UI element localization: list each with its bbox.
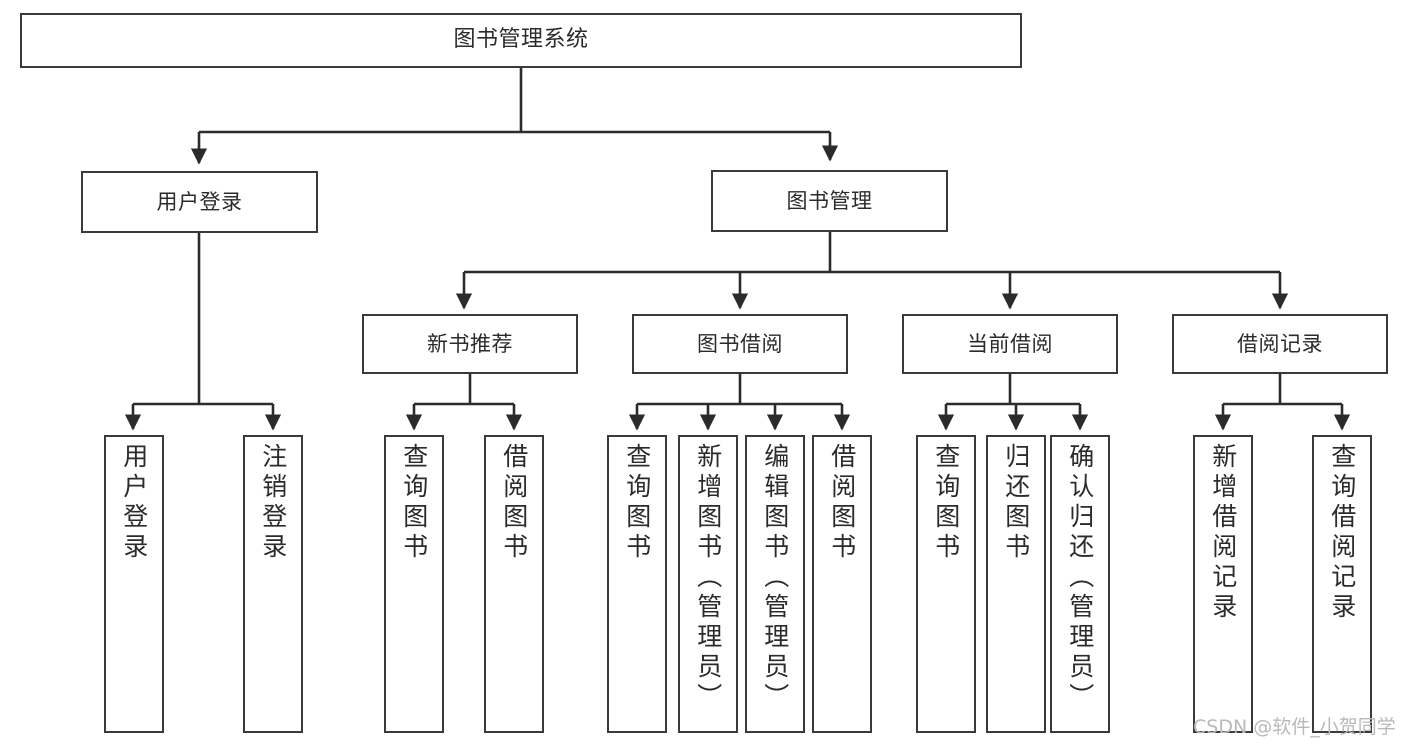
node-label: 编辑图书（管理员） bbox=[760, 443, 790, 713]
node-label: 图书借阅 bbox=[697, 331, 783, 356]
leaf-book-borrow-query[interactable]: 查询图书 bbox=[607, 435, 667, 733]
leaf-borrow-record-query[interactable]: 查询借阅记录 bbox=[1312, 435, 1372, 733]
leaf-current-borrow-query[interactable]: 查询图书 bbox=[916, 435, 976, 733]
leaf-user-login-signout[interactable]: 注销登录 bbox=[243, 435, 303, 733]
node-current-borrow[interactable]: 当前借阅 bbox=[902, 314, 1118, 374]
leaf-new-book-borrow[interactable]: 借阅图书 bbox=[484, 435, 544, 733]
node-label: 图书管理 bbox=[786, 188, 873, 213]
node-root-system[interactable]: 图书管理系统 bbox=[20, 13, 1022, 68]
node-label: 查询借阅记录 bbox=[1327, 443, 1357, 623]
node-borrow-record[interactable]: 借阅记录 bbox=[1172, 314, 1388, 374]
node-label: 借阅记录 bbox=[1237, 331, 1323, 356]
node-label: 查询图书 bbox=[931, 443, 961, 563]
node-label: 用户登录 bbox=[119, 443, 149, 563]
node-label: 新书推荐 bbox=[427, 331, 513, 356]
leaf-borrow-record-add[interactable]: 新增借阅记录 bbox=[1193, 435, 1253, 733]
leaf-book-borrow-edit[interactable]: 编辑图书（管理员） bbox=[745, 435, 805, 733]
node-label: 新增图书（管理员） bbox=[693, 443, 723, 713]
csdn-watermark: CSDN @软件_小贺同学 bbox=[1193, 716, 1396, 738]
leaf-book-borrow-lend[interactable]: 借阅图书 bbox=[812, 435, 872, 733]
node-new-book-recommend[interactable]: 新书推荐 bbox=[362, 314, 578, 374]
node-book-borrow[interactable]: 图书借阅 bbox=[632, 314, 848, 374]
node-label: 查询图书 bbox=[622, 443, 652, 563]
leaf-user-login-signin[interactable]: 用户登录 bbox=[104, 435, 164, 733]
leaf-current-borrow-confirm-return[interactable]: 确认归还（管理员） bbox=[1050, 435, 1110, 733]
node-label: 注销登录 bbox=[258, 443, 288, 563]
node-label: 用户登录 bbox=[156, 189, 243, 214]
node-book-management[interactable]: 图书管理 bbox=[711, 170, 948, 232]
node-label: 当前借阅 bbox=[967, 331, 1053, 356]
node-label: 归还图书 bbox=[1001, 443, 1031, 563]
node-user-login[interactable]: 用户登录 bbox=[81, 171, 318, 233]
node-label: 借阅图书 bbox=[827, 443, 857, 563]
node-label: 图书管理系统 bbox=[453, 27, 589, 53]
node-label: 新增借阅记录 bbox=[1208, 443, 1238, 623]
node-label: 确认归还（管理员） bbox=[1065, 443, 1095, 713]
leaf-current-borrow-return[interactable]: 归还图书 bbox=[986, 435, 1046, 733]
leaf-book-borrow-add[interactable]: 新增图书（管理员） bbox=[678, 435, 738, 733]
leaf-new-book-query[interactable]: 查询图书 bbox=[384, 435, 444, 733]
node-label: 查询图书 bbox=[399, 443, 429, 563]
node-label: 借阅图书 bbox=[499, 443, 529, 563]
